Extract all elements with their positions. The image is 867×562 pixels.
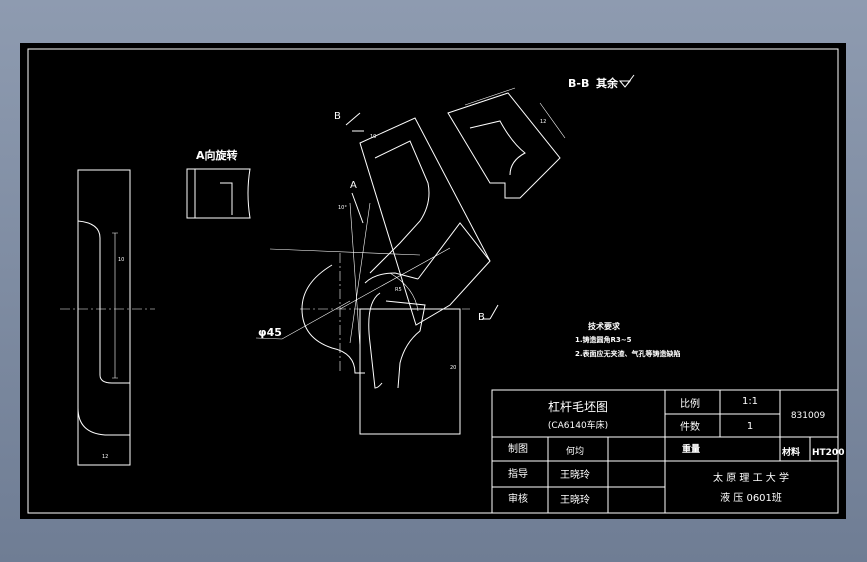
- view-a: A向旋转: [186, 148, 251, 219]
- svg-text:10: 10: [370, 134, 376, 140]
- scale-label: 比例: [680, 397, 700, 410]
- section-label: B-B: [568, 77, 589, 90]
- check-label: 审核: [508, 492, 528, 505]
- svg-text:12: 12: [540, 119, 546, 125]
- marker-b-top: B: [334, 111, 341, 122]
- class-name: 液 压 0601班: [720, 491, 782, 504]
- svg-text:12: 12: [102, 454, 108, 460]
- main-view: φ45 A 10° R5 10 20 B B: [255, 111, 499, 435]
- drawn-label: 制图: [508, 442, 528, 455]
- dia-label: φ45: [258, 326, 282, 339]
- svg-text:R5: R5: [395, 287, 402, 293]
- drawing-name: 杠杆毛坯图: [548, 399, 608, 414]
- svg-text:20: 20: [450, 365, 456, 371]
- school-name: 太 原 理 工 大 学: [713, 471, 789, 484]
- drawing-sheet[interactable]: 10 12 A向旋转 φ45 A 10° R5 10: [20, 43, 846, 519]
- tech-item-1: 1.铸造圆角R3~5: [575, 335, 632, 344]
- drawn-by: 何均: [566, 445, 584, 457]
- qty-value: 1: [747, 421, 753, 432]
- tech-requirements: 技术要求 1.铸造圆角R3~5 2.表面应无夹渣、气孔等铸造缺陷: [575, 321, 681, 358]
- scale-value: 1:1: [742, 396, 758, 407]
- marker-a: A: [350, 180, 357, 191]
- drawing-number: 831009: [791, 411, 826, 421]
- svg-text:10: 10: [118, 257, 124, 263]
- weight-label: 重量: [682, 443, 700, 455]
- tech-item-2: 2.表面应无夹渣、气孔等铸造缺陷: [575, 349, 681, 358]
- guide-by: 王晓玲: [560, 469, 590, 481]
- angle-small: 10°: [338, 205, 347, 211]
- machine-name: (CA6140车床): [548, 419, 608, 431]
- qty-label: 件数: [680, 420, 700, 433]
- marker-b-bottom: B: [478, 312, 485, 323]
- guide-label: 指导: [508, 467, 528, 480]
- material-label: 材料: [781, 446, 800, 458]
- sheet-border: [27, 48, 839, 514]
- view-a-label: A向旋转: [196, 148, 238, 162]
- cad-drawing: 10 12 A向旋转 φ45 A 10° R5 10: [27, 48, 844, 514]
- title-block: 杠杆毛坯图 (CA6140车床) 比例 1:1 件数 1 831009 重量 材…: [491, 389, 844, 514]
- section-bb: B-B 其余 12: [447, 74, 635, 199]
- material-value: HT200: [812, 448, 844, 458]
- side-view: 10 12: [60, 169, 155, 466]
- roughness-note: 其余: [596, 76, 619, 90]
- tech-title: 技术要求: [588, 321, 621, 331]
- check-by: 王晓玲: [560, 494, 590, 506]
